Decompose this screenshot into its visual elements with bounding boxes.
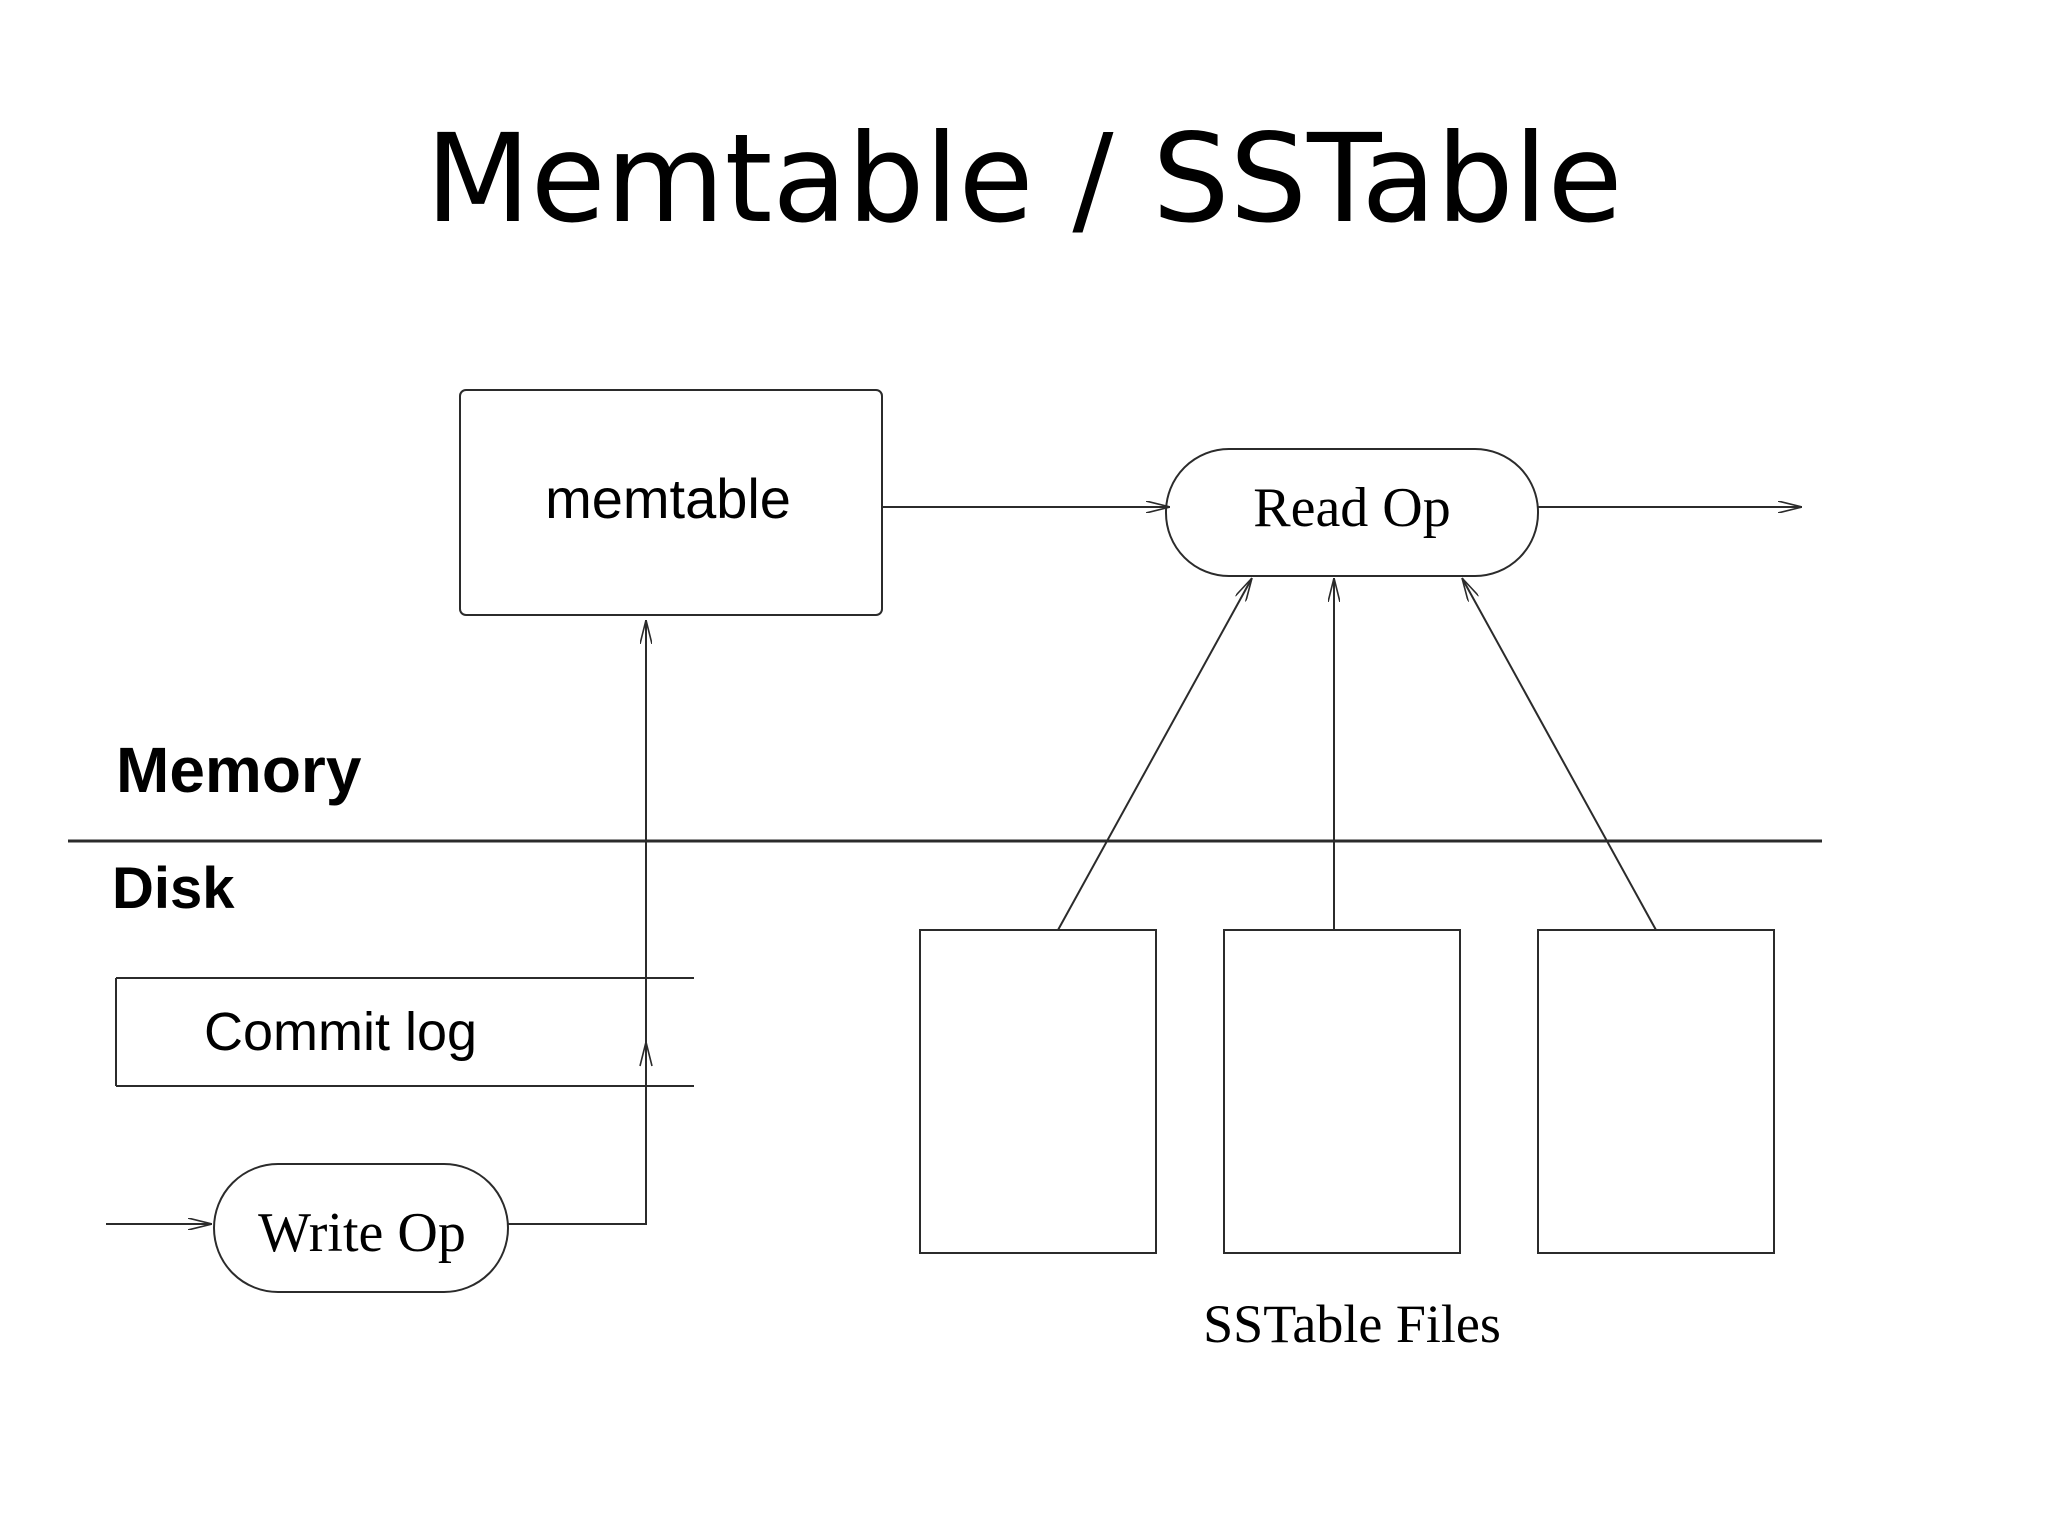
memtable-box	[459, 389, 883, 616]
sstable-file-3	[1537, 929, 1775, 1254]
memory-label: Memory	[116, 734, 362, 806]
memtable-label: memtable	[545, 467, 791, 530]
read-op-pill	[1165, 448, 1539, 577]
arrow-sstable-1-to-read-op	[1057, 578, 1253, 931]
sstable-file-2	[1223, 929, 1461, 1254]
disk-label: Disk	[112, 856, 235, 921]
arrow-sstable-3-to-read-op	[1461, 578, 1657, 931]
write-op-label: Write Op	[258, 1202, 466, 1264]
commit-log-label: Commit log	[204, 1002, 477, 1062]
sstable-file-1	[919, 929, 1157, 1254]
sstable-files-label: SSTable Files	[1203, 1294, 1501, 1354]
commit-log-crossing-arrowhead	[639, 1041, 653, 1067]
slide-title: Memtable / SSTable	[425, 108, 1623, 250]
read-op-label: Read Op	[1253, 477, 1451, 539]
write-op-to-memtable-path	[508, 620, 646, 1225]
write-op-pill	[213, 1163, 509, 1293]
